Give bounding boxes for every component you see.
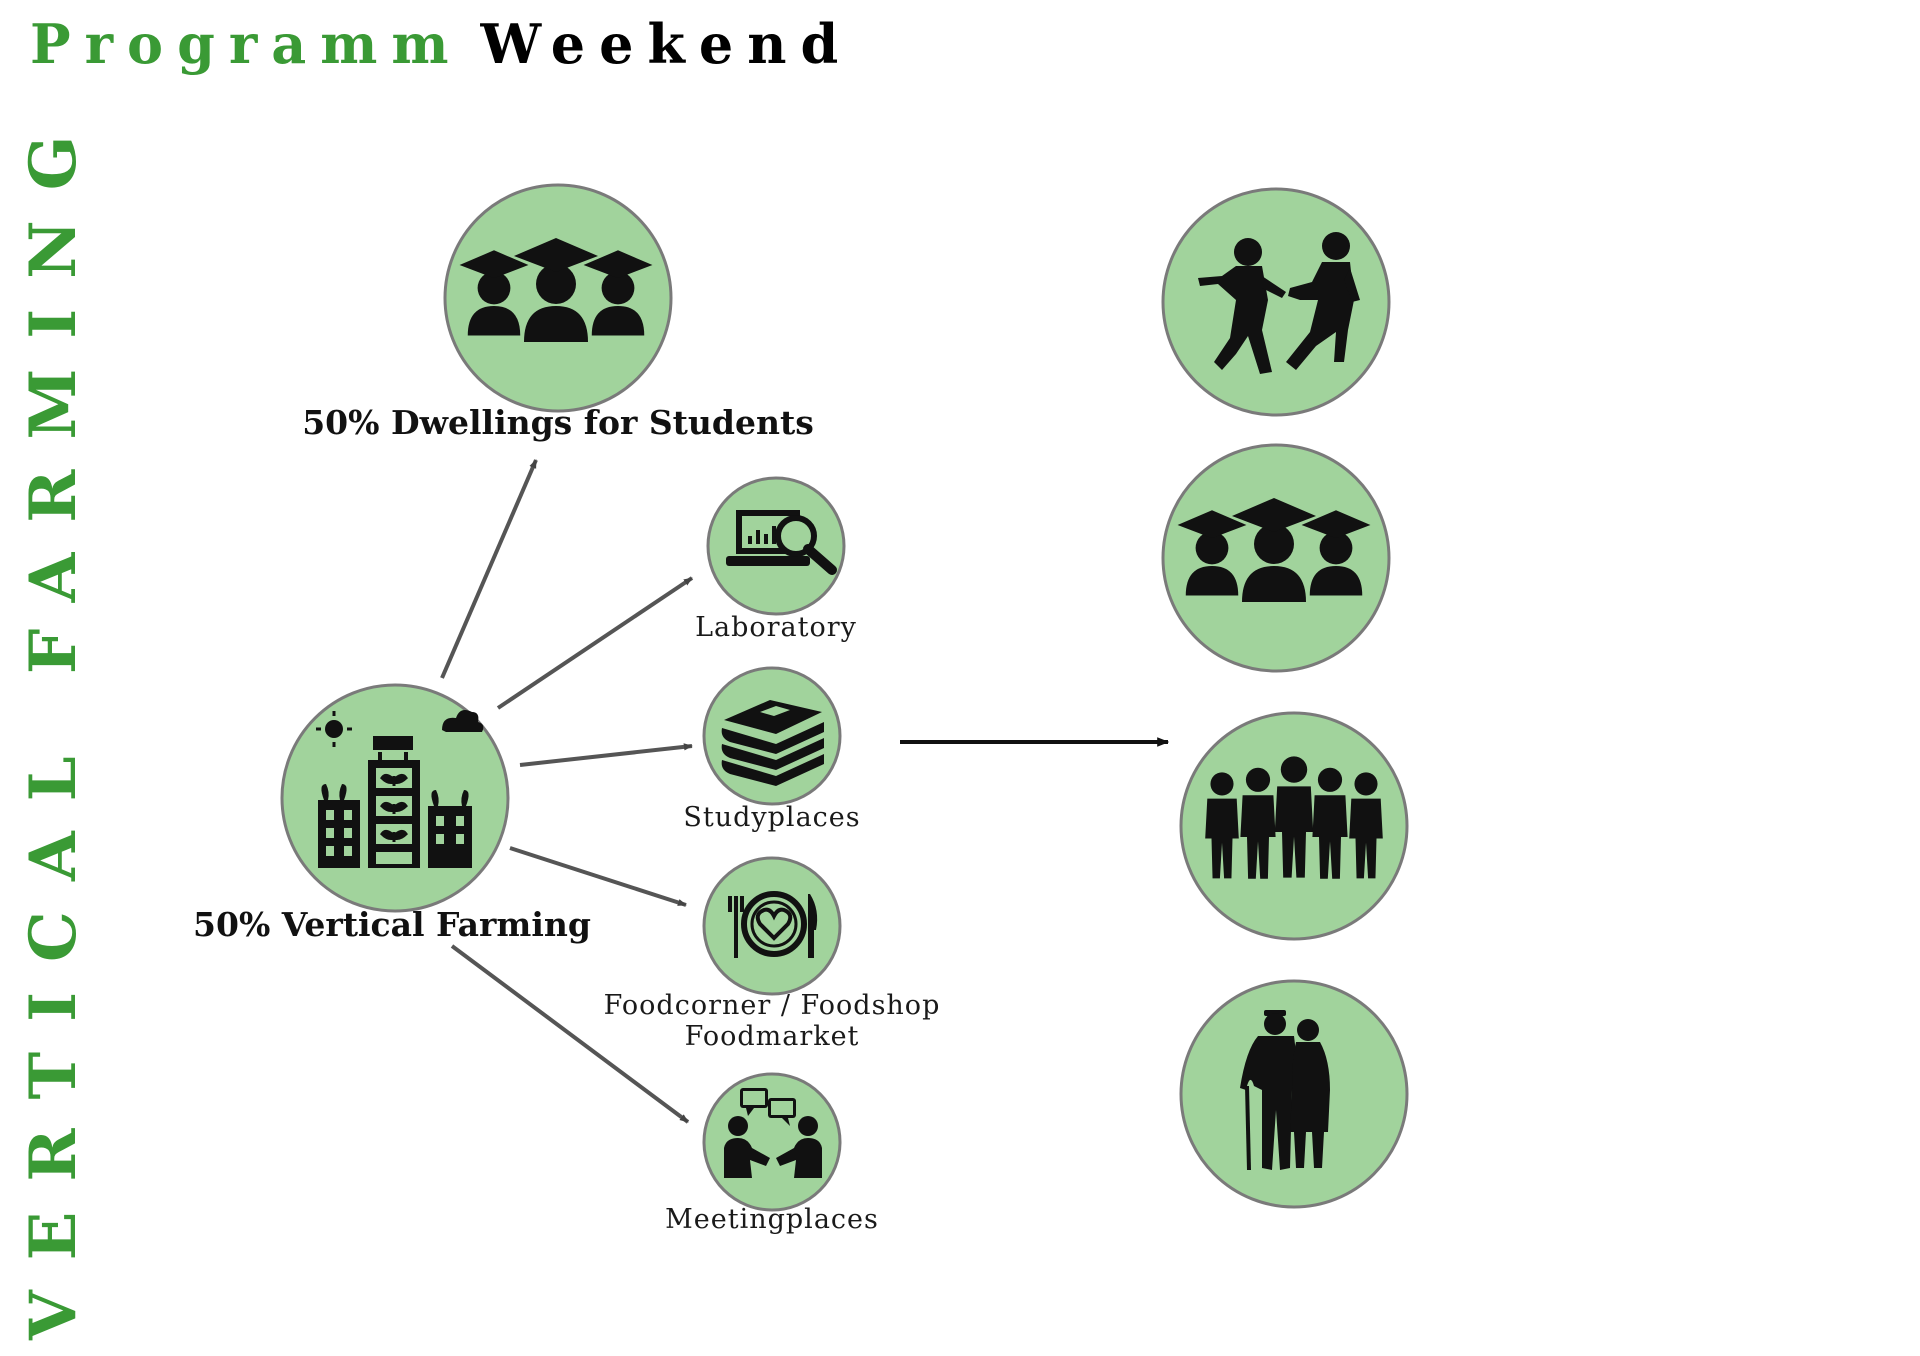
laboratory-label: Laboratory xyxy=(695,612,857,643)
students-group-node xyxy=(1161,443,1391,673)
running-children-icon xyxy=(1198,232,1360,374)
meeting-handshake-icon xyxy=(724,1088,822,1178)
farming-label: 50% Vertical Farming xyxy=(193,905,591,944)
title-word-weekend: Weekend xyxy=(480,12,853,76)
plate-heart-cutlery-icon xyxy=(728,891,818,958)
students-label: 50% Dwellings for Students xyxy=(302,403,814,442)
food-label-line2: Foodmarket xyxy=(684,1021,860,1053)
arrow-to-laboratory xyxy=(496,576,694,710)
page-title: Programm Weekend xyxy=(30,12,852,77)
arrow-to-food xyxy=(509,846,687,907)
meeting-label: Meetingplaces xyxy=(665,1204,879,1235)
elderly-node xyxy=(1179,979,1409,1209)
farming-node xyxy=(280,683,510,913)
graduates-icon xyxy=(1177,498,1371,602)
vertical-farm-building-icon xyxy=(316,710,484,868)
studyplaces-node xyxy=(702,666,842,806)
studyplaces-label: Studyplaces xyxy=(683,802,861,833)
people-group-node xyxy=(1179,711,1409,941)
title-word-programm: Programm xyxy=(30,12,463,76)
elderly-couple-icon xyxy=(1240,1010,1330,1171)
graduates-icon xyxy=(459,238,653,342)
students-node xyxy=(443,183,673,413)
meeting-node xyxy=(702,1072,842,1212)
arrow-to-meeting xyxy=(450,944,690,1124)
arrow-to-students xyxy=(440,459,538,679)
laptop-magnifier-icon xyxy=(726,510,837,575)
laboratory-node xyxy=(706,476,846,616)
food-label-line1: Foodcorner / Foodshop xyxy=(603,990,941,1021)
children-node xyxy=(1161,187,1391,417)
arrow-to-studyplaces xyxy=(519,743,693,767)
food-node xyxy=(702,856,842,996)
food-label: Foodcorner / Foodshop Foodmarket xyxy=(604,990,941,1052)
books-stack-icon xyxy=(721,700,824,786)
